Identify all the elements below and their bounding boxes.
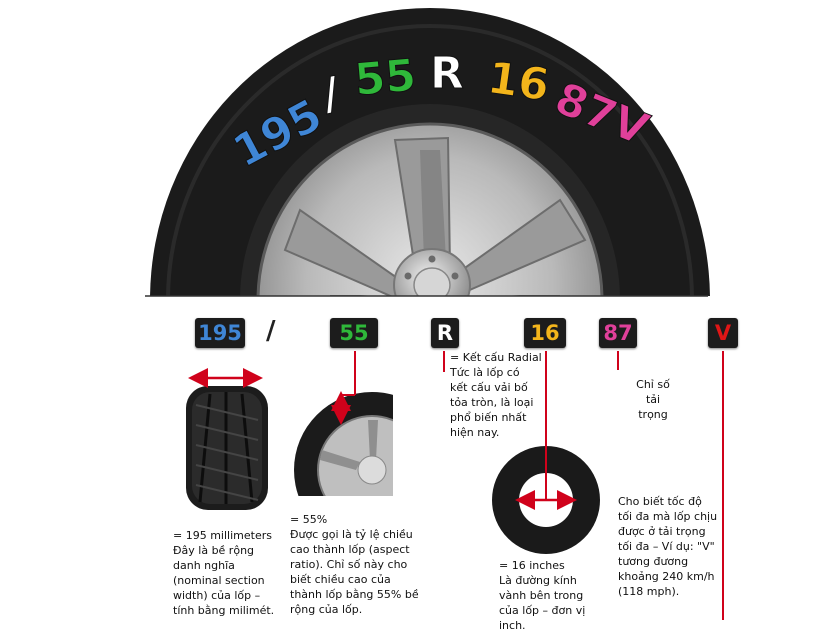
rim-description: = 16 inches Là đường kính vành bên trong… bbox=[499, 559, 586, 632]
tire-tread-photo bbox=[186, 386, 268, 510]
chip-width: 195 bbox=[195, 318, 245, 348]
width-description: = 195 millimeters Đây là bề rộng danh ng… bbox=[173, 529, 275, 617]
sidewall-construction: R bbox=[430, 48, 464, 99]
chip-rim: 16 bbox=[524, 318, 566, 348]
sidewall-aspect: 55 bbox=[353, 50, 418, 106]
chip-speed-rating: V bbox=[708, 318, 738, 348]
tire-sidewall-illustration bbox=[150, 8, 710, 296]
chip-load-index: 87 bbox=[599, 318, 637, 348]
aspect-description: = 55% Được gọi là tỷ lệ chiều cao thành … bbox=[290, 513, 419, 616]
chip-separator: / bbox=[266, 316, 276, 346]
load-index-description: Chỉ số tải trọng bbox=[636, 378, 670, 421]
sidewall-rim: 16 bbox=[484, 52, 552, 111]
chip-aspect: 55 bbox=[330, 318, 378, 348]
chip-construction: R bbox=[431, 318, 459, 348]
speed-rating-description: Cho biết tốc độ tối đa mà lốp chịu được … bbox=[618, 495, 718, 598]
construction-description: = Kết cấu Radial Tức là lốp có kết cấu v… bbox=[450, 351, 542, 439]
